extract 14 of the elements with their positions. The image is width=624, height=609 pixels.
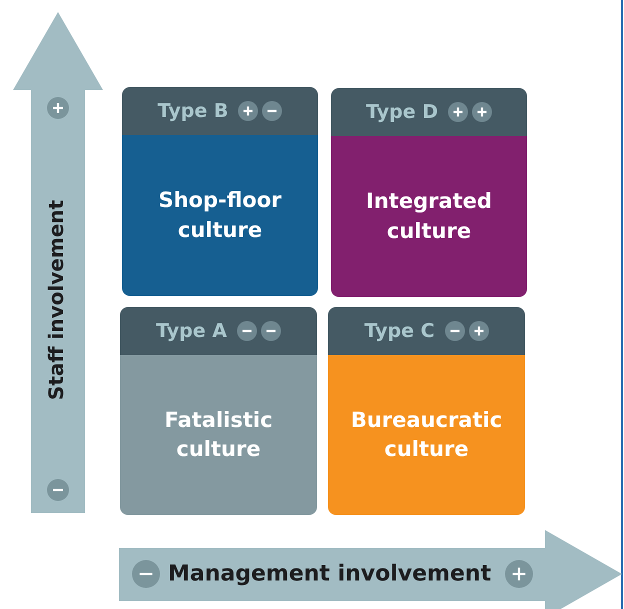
quadrant-card (120, 307, 317, 515)
quadrant-card (331, 88, 527, 297)
quadrant-card (328, 307, 525, 515)
type-label: Type C (364, 320, 435, 342)
type-label: Type B (158, 100, 228, 122)
culture-label: Fatalistic culture (163, 406, 274, 463)
axis-label: Staff involvement (44, 200, 68, 400)
axis-label: Management involvement (168, 562, 492, 586)
quadrant-card (122, 87, 318, 296)
type-label: Type D (366, 101, 438, 123)
culture-label: Shop-floor culture (157, 187, 283, 244)
type-label: Type A (156, 320, 227, 342)
culture-label: Integrated culture (365, 188, 493, 244)
culture-label: Bureaucratic culture (350, 406, 504, 463)
